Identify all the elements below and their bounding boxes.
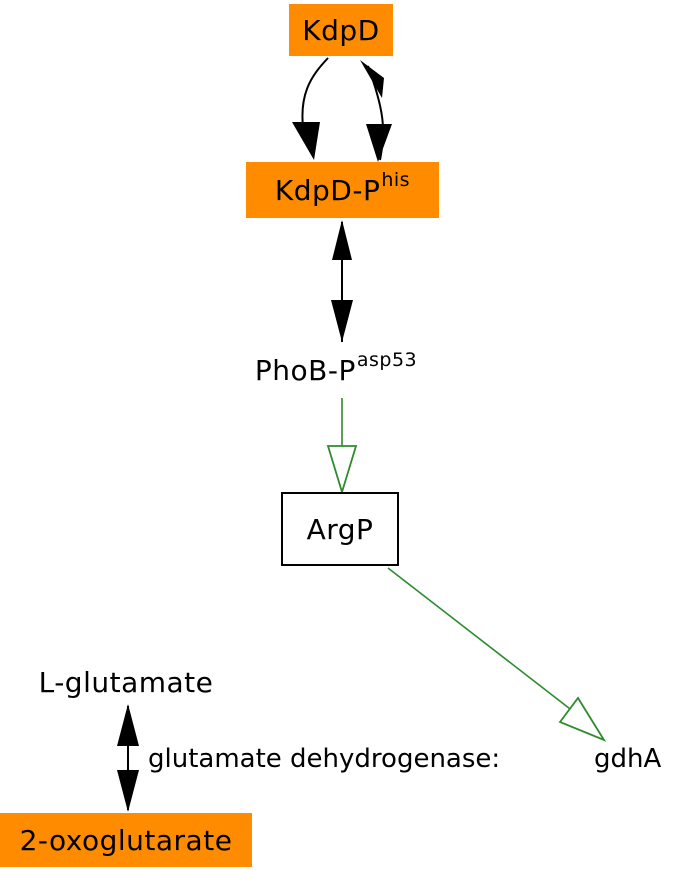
arrowhead-kdpdp-right — [366, 124, 392, 162]
arrowhead-argp-open — [326, 445, 358, 496]
node-phob-p-label: PhoB-Pasp53 — [254, 349, 417, 387]
gene-label-gdha[interactable]: gdhA — [594, 744, 662, 774]
node-phob-p-superscript: asp53 — [356, 348, 418, 371]
enzyme-label[interactable]: glutamate dehydrogenase: — [148, 744, 501, 774]
node-argp-label: ArgP — [306, 512, 374, 546]
node-2-oxoglutarate[interactable]: 2-oxoglutarate — [0, 813, 252, 867]
node-kdpd-p-text: KdpD-P — [274, 173, 381, 207]
arrowhead-up-kdpdp — [332, 220, 352, 260]
node-phob-p-text: PhoB-P — [254, 353, 356, 387]
node-kdpd-p-label: KdpD-Phis — [274, 169, 410, 207]
node-kdpd-p-superscript: his — [381, 168, 411, 191]
node-l-glutamate-label: L-glutamate — [38, 665, 214, 699]
arrowhead-down-phobp — [331, 300, 353, 342]
arrowhead-up-glutamate — [117, 704, 139, 746]
node-kdpd-p[interactable]: KdpD-Phis — [246, 162, 439, 218]
arrowhead-kdpd-right — [360, 60, 384, 98]
node-l-glutamate[interactable]: L-glutamate — [26, 662, 226, 702]
edge-argp-gdha — [387, 567, 575, 713]
node-phob-p[interactable]: PhoB-Pasp53 — [226, 346, 446, 394]
arrowhead-down-oxoglutarate — [117, 770, 139, 812]
node-kdpd-label: KdpD — [302, 13, 380, 47]
node-2-oxoglutarate-label: 2-oxoglutarate — [19, 823, 233, 857]
node-kdpd[interactable]: KdpD — [289, 4, 393, 56]
node-argp[interactable]: ArgP — [281, 492, 399, 566]
arrowhead-gdha-open — [558, 696, 607, 742]
arrowhead-kdpdp-left — [292, 122, 320, 160]
